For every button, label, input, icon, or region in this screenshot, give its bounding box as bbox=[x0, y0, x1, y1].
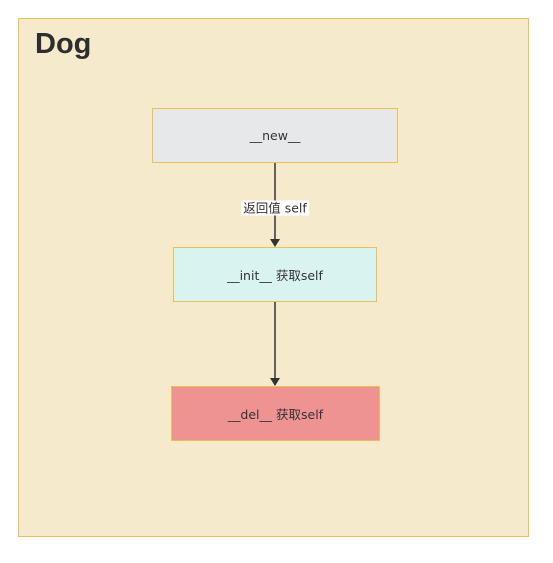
node-del-label: __del__ 获取self bbox=[227, 407, 324, 422]
node-init-label: __init__ 获取self bbox=[227, 268, 323, 283]
node-del[interactable]: __del__ 获取self bbox=[171, 386, 380, 441]
node-init[interactable]: __init__ 获取self bbox=[173, 247, 377, 302]
node-new[interactable]: __new__ bbox=[152, 108, 398, 163]
edge-label-return-self: 返回值 self bbox=[241, 200, 309, 216]
node-new-label: __new__ bbox=[249, 128, 301, 143]
container-title: Dog bbox=[35, 28, 92, 60]
